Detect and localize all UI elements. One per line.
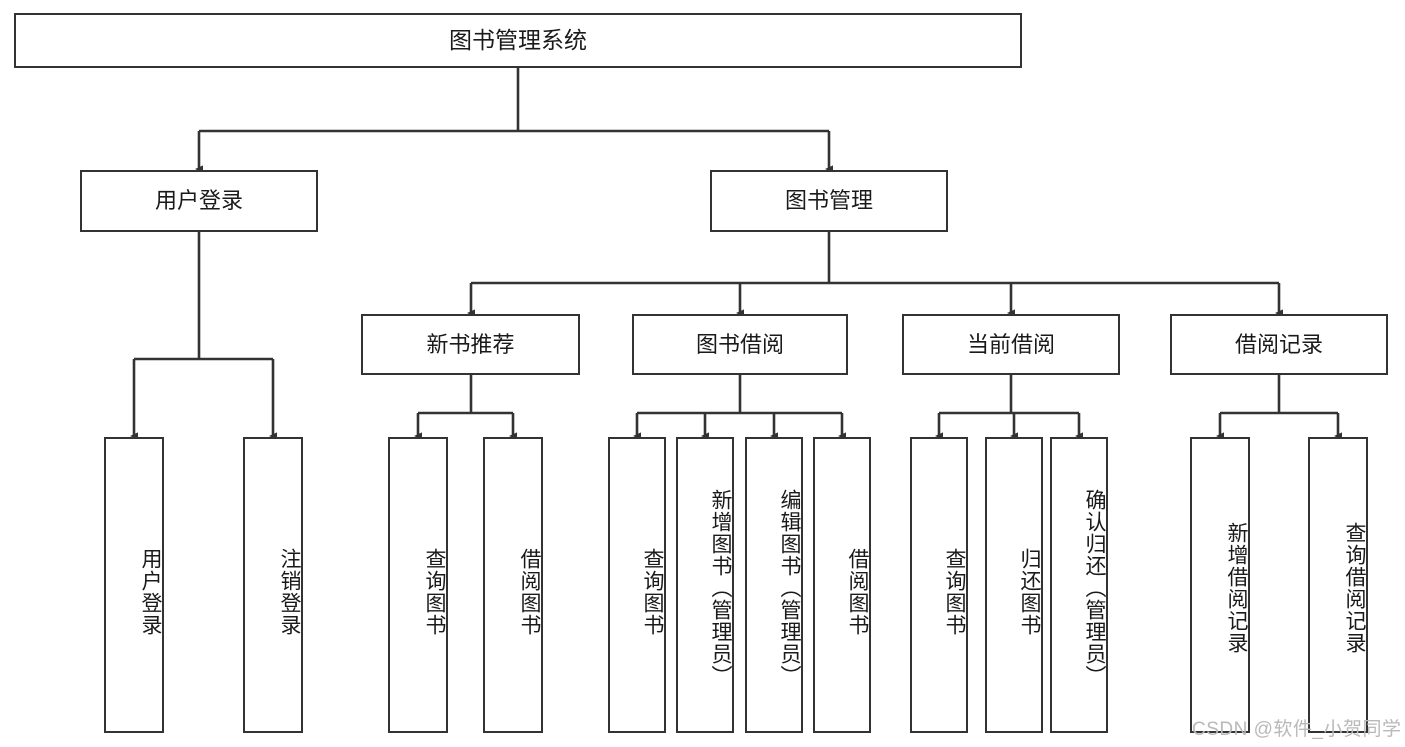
node-borrow-record[interactable]: 借阅记录 [1170, 314, 1388, 375]
csdn-watermark: CSDN @软件_小贺同学 [1192, 719, 1402, 740]
node-label: 借阅图书 [518, 548, 541, 636]
node-label: 当前借阅 [966, 331, 1055, 357]
node-book-borrow[interactable]: 图书借阅 [632, 314, 848, 375]
node-leaf-cb-confirm[interactable]: 确认归还（管理员） [1050, 437, 1108, 733]
node-label: 查询图书 [641, 548, 664, 636]
node-label: 查询图书 [423, 548, 446, 636]
node-label: 注销登录 [278, 548, 301, 636]
node-label: 归还图书 [1018, 548, 1041, 636]
node-leaf-bb-borrow[interactable]: 借阅图书 [813, 437, 871, 733]
node-label: 新书推荐 [426, 331, 515, 357]
node-leaf-rec-query[interactable]: 查询图书 [388, 437, 448, 733]
node-label: 新增借阅记录 [1225, 522, 1248, 654]
node-leaf-bb-edit[interactable]: 编辑图书（管理员） [745, 437, 803, 733]
node-label: 图书借阅 [695, 331, 784, 357]
node-leaf-cb-return[interactable]: 归还图书 [985, 437, 1043, 733]
node-label: 借阅图书 [846, 548, 869, 636]
node-leaf-user-logout[interactable]: 注销登录 [243, 437, 303, 733]
node-leaf-br-query[interactable]: 查询借阅记录 [1308, 437, 1368, 733]
node-leaf-bb-query[interactable]: 查询图书 [608, 437, 666, 733]
node-current-borrow[interactable]: 当前借阅 [902, 314, 1120, 375]
node-label: 查询图书 [943, 548, 966, 636]
node-label: 新增图书（管理员） [709, 489, 732, 687]
node-leaf-rec-borrow[interactable]: 借阅图书 [483, 437, 543, 733]
node-user-login[interactable]: 用户登录 [80, 170, 318, 232]
node-label: 查询借阅记录 [1343, 522, 1366, 654]
node-label: 用户登录 [154, 188, 243, 214]
node-leaf-br-add[interactable]: 新增借阅记录 [1190, 437, 1250, 733]
node-leaf-bb-add[interactable]: 新增图书（管理员） [676, 437, 734, 733]
node-label: 编辑图书（管理员） [778, 489, 801, 687]
node-root[interactable]: 图书管理系统 [14, 13, 1022, 68]
node-label: 确认归还（管理员） [1083, 489, 1106, 687]
node-label: 图书管理系统 [449, 26, 587, 53]
node-new-book-rec[interactable]: 新书推荐 [361, 314, 580, 375]
node-label: 图书管理 [784, 188, 873, 214]
node-label: 借阅记录 [1234, 331, 1323, 357]
node-leaf-cb-query[interactable]: 查询图书 [910, 437, 968, 733]
node-leaf-user-login[interactable]: 用户登录 [104, 437, 164, 733]
node-label: 用户登录 [139, 548, 162, 636]
node-book-manage[interactable]: 图书管理 [710, 170, 948, 232]
